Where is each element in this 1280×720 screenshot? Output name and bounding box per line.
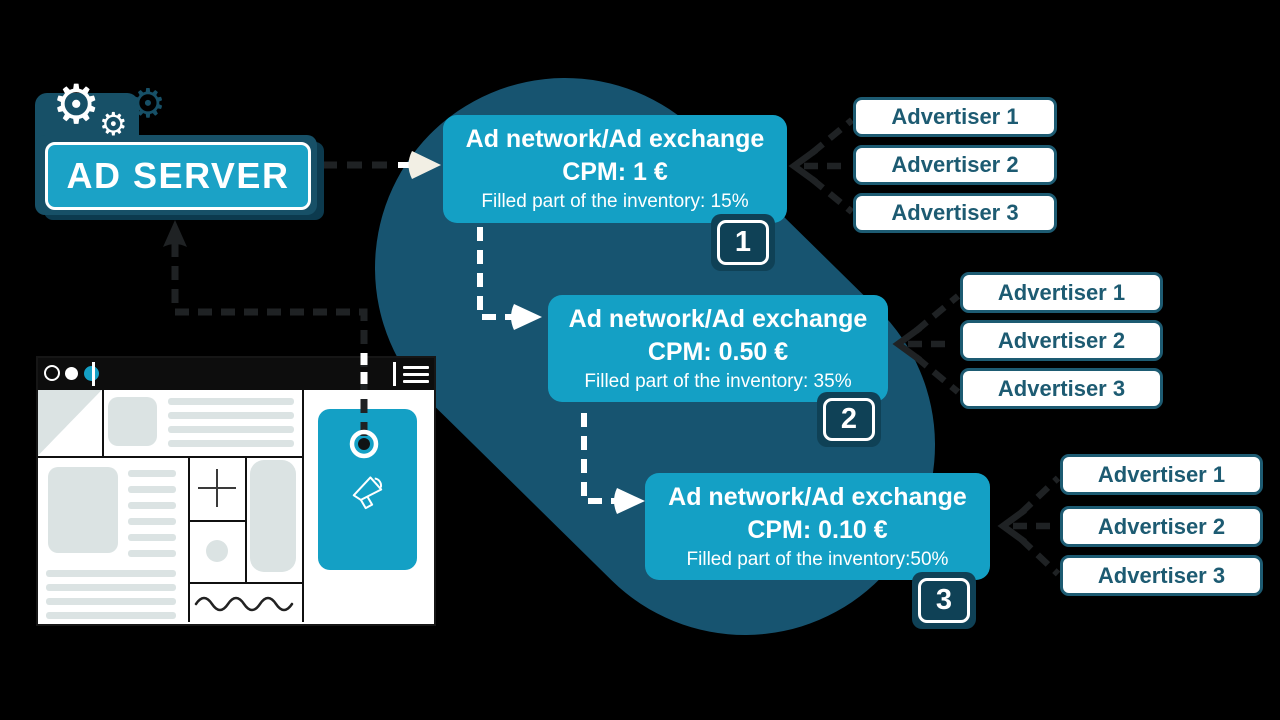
wave-doodle xyxy=(194,596,294,612)
advertiser-box: Advertiser 1 xyxy=(1060,454,1263,495)
circle-placeholder xyxy=(206,540,228,562)
step-badge-2: 2 xyxy=(817,392,881,447)
sidebar-placeholder xyxy=(250,460,296,572)
text-line-placeholder xyxy=(168,412,294,419)
arrowhead-right-icon xyxy=(408,151,441,179)
ad-placement xyxy=(318,409,417,570)
window-control-dot-icon xyxy=(65,367,78,380)
advertiser-box: Advertiser 2 xyxy=(960,320,1163,361)
text-line-placeholder xyxy=(128,470,176,477)
layout-divider xyxy=(188,520,247,522)
layout-divider xyxy=(188,456,190,622)
advertiser3-to-network3-dash xyxy=(1018,536,1061,577)
megaphone-icon xyxy=(352,476,383,510)
network1-to-network2-dash xyxy=(477,227,516,320)
ad-server-title: AD SERVER xyxy=(66,155,290,196)
titlebar-divider xyxy=(393,362,396,386)
advertiser-box: Advertiser 3 xyxy=(853,193,1057,233)
advertiser1-to-network2-dash xyxy=(913,293,961,334)
text-line-placeholder xyxy=(128,486,176,493)
network-cpm: CPM: 1 € xyxy=(562,158,668,186)
titlebar-divider xyxy=(92,362,95,386)
advertiser3-to-network1-dash xyxy=(809,176,855,215)
network-fill-rate: Filled part of the inventory: 15% xyxy=(481,191,749,212)
window-control-dot-icon xyxy=(44,365,60,381)
step-number: 3 xyxy=(918,578,970,623)
network2-to-network3-dash xyxy=(581,413,618,504)
network-fill-rate: Filled part of the inventory:50% xyxy=(686,549,949,570)
advertiser3-to-network2-dash xyxy=(913,354,961,395)
network-box-1: Ad network/Ad exchange CPM: 1 € Filled p… xyxy=(443,115,787,223)
advertiser1-to-network3-dash xyxy=(1018,475,1061,516)
ad-server-label-box: AD SERVER xyxy=(45,142,311,210)
arrowhead-up-icon xyxy=(163,220,187,247)
step-number: 2 xyxy=(823,398,875,441)
window-control-dot-icon xyxy=(84,366,99,381)
network-title: Ad network/Ad exchange xyxy=(568,305,868,333)
network-box-3: Ad network/Ad exchange CPM: 0.10 € Fille… xyxy=(645,473,990,580)
hamburger-menu-icon xyxy=(403,366,429,387)
browser-titlebar xyxy=(38,358,434,390)
publisher-webpage-window xyxy=(36,356,436,626)
step-badge-1: 1 xyxy=(711,214,775,271)
text-line-placeholder xyxy=(168,440,294,447)
layout-divider xyxy=(188,582,304,584)
network-box-2: Ad network/Ad exchange CPM: 0.50 € Fille… xyxy=(548,295,888,402)
step-badge-3: 3 xyxy=(912,572,976,629)
avatar-placeholder xyxy=(108,397,157,446)
gear-icon: ⚙ xyxy=(130,81,166,127)
gear-icon: ⚙ xyxy=(52,73,101,136)
image-placeholder xyxy=(48,467,118,553)
step-number: 1 xyxy=(717,220,769,265)
advertiser-box: Advertiser 3 xyxy=(1060,555,1263,596)
advertiser-box: Advertiser 3 xyxy=(960,368,1163,409)
text-line-placeholder xyxy=(46,584,176,591)
arrowhead-right-icon xyxy=(511,304,542,330)
chevron-left-icon xyxy=(892,325,922,363)
text-line-placeholder xyxy=(128,518,176,525)
network-title: Ad network/Ad exchange xyxy=(465,125,765,153)
text-line-placeholder xyxy=(46,570,176,577)
chevron-left-icon xyxy=(997,507,1027,545)
text-line-placeholder xyxy=(168,426,294,433)
advertiser-box: Advertiser 1 xyxy=(853,97,1057,137)
advertiser-box: Advertiser 2 xyxy=(1060,506,1263,547)
gear-icon: ⚙ xyxy=(99,105,128,143)
layout-divider xyxy=(38,456,304,458)
network-cpm: CPM: 0.10 € xyxy=(747,516,888,544)
network-title: Ad network/Ad exchange xyxy=(668,483,967,511)
chevron-left-icon xyxy=(788,147,818,185)
advertiser1-to-network1-dash xyxy=(809,117,855,156)
arrowhead-right-icon xyxy=(614,488,645,514)
text-line-placeholder xyxy=(128,534,176,541)
advertiser-box: Advertiser 1 xyxy=(960,272,1163,313)
text-line-placeholder xyxy=(168,398,294,405)
text-line-placeholder xyxy=(46,598,176,605)
layout-divider xyxy=(102,390,104,456)
text-line-placeholder xyxy=(46,612,176,619)
image-placeholder xyxy=(38,390,102,456)
plus-icon xyxy=(216,469,218,507)
webpage-content xyxy=(38,390,434,622)
text-line-placeholder xyxy=(128,550,176,557)
text-line-placeholder xyxy=(128,502,176,509)
network-cpm: CPM: 0.50 € xyxy=(647,338,789,366)
layout-divider xyxy=(302,390,304,622)
advertiser-box: Advertiser 2 xyxy=(853,145,1057,185)
